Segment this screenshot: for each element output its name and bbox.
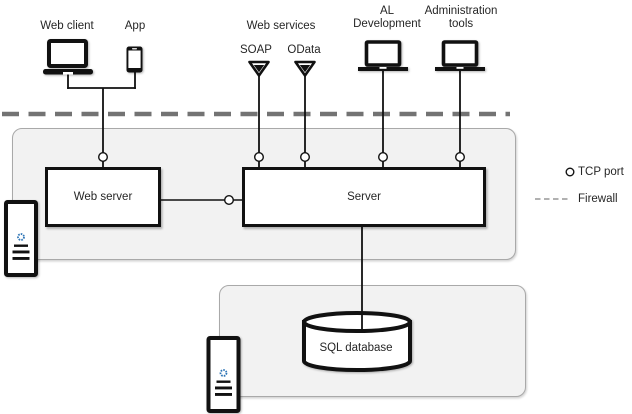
- administration-tools-label: Administration tools: [424, 5, 498, 30]
- soap-endpoint-icon: [248, 60, 270, 77]
- soap-label: SOAP: [240, 44, 272, 56]
- sql-database-cylinder: [302, 311, 412, 372]
- al-development-laptop-icon: [358, 40, 408, 71]
- legend-tcp-port-label: TCP port: [578, 166, 624, 178]
- sql-database-label: SQL database: [319, 342, 393, 354]
- administration-tools-laptop-icon: [435, 40, 485, 71]
- legend-tcp-port-icon: [565, 167, 575, 177]
- gear-icon: [17, 233, 25, 241]
- app-label: App: [124, 20, 146, 32]
- web-client-laptop-icon: [43, 39, 93, 75]
- web-services-label: Web services: [246, 20, 316, 32]
- server-box: Server: [242, 167, 486, 227]
- app-phone-icon: [126, 46, 143, 73]
- legend-firewall-label: Firewall: [578, 193, 618, 205]
- web-client-label: Web client: [40, 20, 94, 32]
- server-label: Server: [347, 191, 381, 203]
- tcp-port-icons: [97, 151, 466, 205]
- server-machine-icon: [4, 200, 38, 277]
- odata-label: OData: [287, 44, 321, 56]
- web-server-label: Web server: [73, 191, 133, 203]
- gear-icon: [219, 369, 228, 377]
- web-server-box: Web server: [45, 167, 161, 227]
- database-machine-icon: [206, 336, 241, 413]
- al-development-label: AL Development: [353, 5, 421, 30]
- odata-endpoint-icon: [294, 60, 316, 77]
